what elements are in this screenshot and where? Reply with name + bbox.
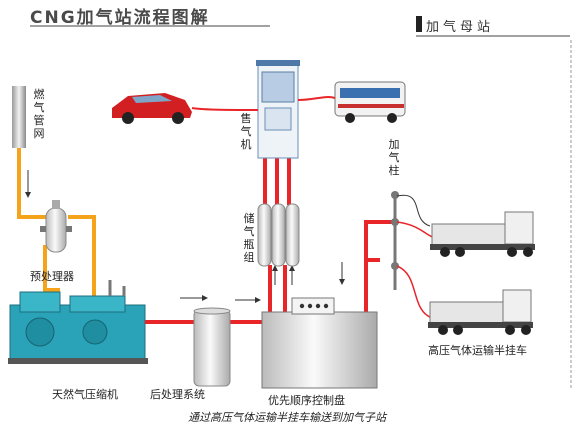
post-treatment-icon	[193, 307, 231, 387]
bus-hose	[297, 96, 336, 101]
diagram-subtitle: 加气母站	[426, 20, 495, 35]
gas-pipeline-label: 燃气管网	[33, 88, 45, 140]
trailer-hose-2	[396, 265, 433, 319]
bus-icon	[334, 81, 406, 123]
diagram-caption: 通过高压气体运输半挂车输送到加气子站	[188, 411, 386, 424]
dispenser-label: 售气机	[240, 112, 252, 151]
gas-pipeline-icon	[12, 86, 26, 148]
post-treatment-label: 后处理系统	[150, 388, 205, 401]
flow-arrows	[180, 262, 345, 303]
priority-panel-icon	[261, 297, 378, 389]
trailer-icon-2	[428, 289, 533, 335]
trailer-icon-1	[430, 211, 535, 257]
storage-group-label: 储气瓶组	[243, 212, 255, 264]
pretreater-label: 预处理器	[30, 270, 74, 283]
car-hose	[191, 107, 259, 111]
car-icon	[112, 93, 192, 124]
compressor-label: 天然气压缩机	[52, 388, 118, 401]
fuel-column-icon	[391, 191, 399, 290]
compressor-icon	[8, 280, 148, 364]
dispenser-icon	[256, 60, 300, 159]
subtitle-marker	[416, 16, 422, 32]
fuel-column-label: 加气柱	[388, 138, 400, 177]
trailer-label: 高压气体运输半挂车	[428, 344, 527, 357]
pretreater-icon	[40, 200, 72, 253]
priority-panel-label: 优先顺序控制盘	[268, 394, 345, 407]
storage-cylinders-icon	[257, 203, 300, 267]
trailer-cable	[396, 194, 431, 227]
red-pipe	[145, 158, 395, 324]
diagram-title: CNG加气站流程图解	[30, 8, 210, 28]
trailer-hose-1	[396, 221, 436, 239]
